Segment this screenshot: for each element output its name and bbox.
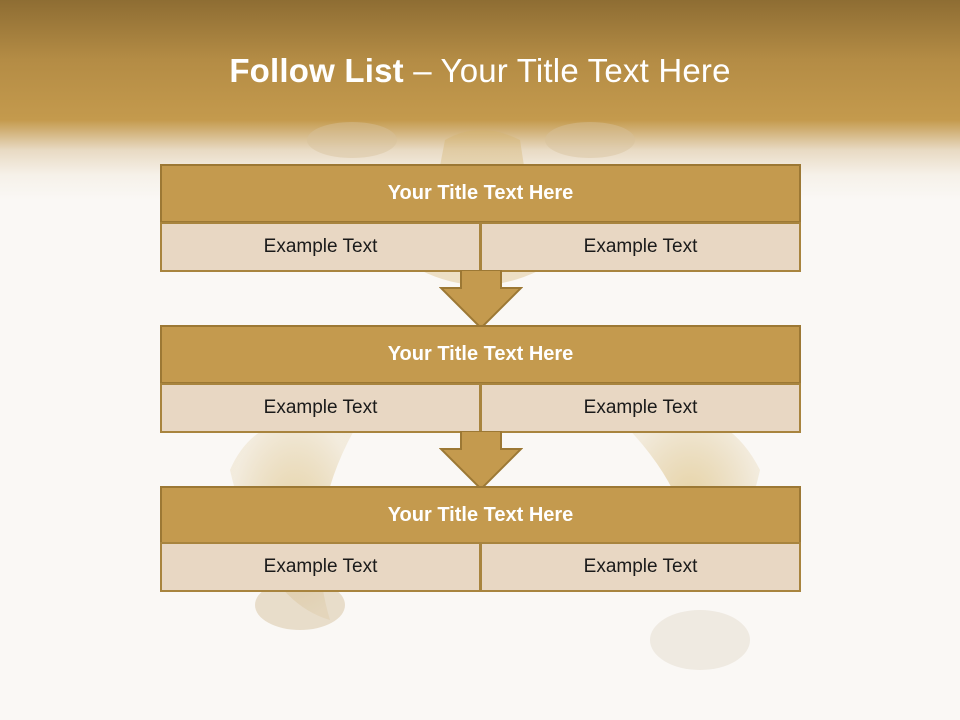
step-cell-left: Example Text bbox=[160, 542, 481, 592]
step-title: Your Title Text Here bbox=[160, 164, 801, 223]
step-cell-right: Example Text bbox=[480, 222, 801, 272]
slide-title-rest: – Your Title Text Here bbox=[403, 52, 731, 89]
step-cell-left: Example Text bbox=[160, 383, 481, 433]
step-block-2: Your Title Text Here Example Text Exampl… bbox=[160, 325, 801, 433]
slide-title-bold: Follow List bbox=[229, 52, 404, 89]
step-title: Your Title Text Here bbox=[160, 486, 801, 545]
step-cell-left: Example Text bbox=[160, 222, 481, 272]
down-arrow-icon bbox=[439, 270, 523, 330]
step-cell-right: Example Text bbox=[480, 383, 801, 433]
down-arrow-icon bbox=[439, 431, 523, 491]
step-block-3: Your Title Text Here Example Text Exampl… bbox=[160, 486, 801, 592]
step-title: Your Title Text Here bbox=[160, 325, 801, 384]
step-block-1: Your Title Text Here Example Text Exampl… bbox=[160, 164, 801, 272]
step-cell-right: Example Text bbox=[480, 542, 801, 592]
slide-title: Follow List – Your Title Text Here bbox=[0, 52, 960, 90]
